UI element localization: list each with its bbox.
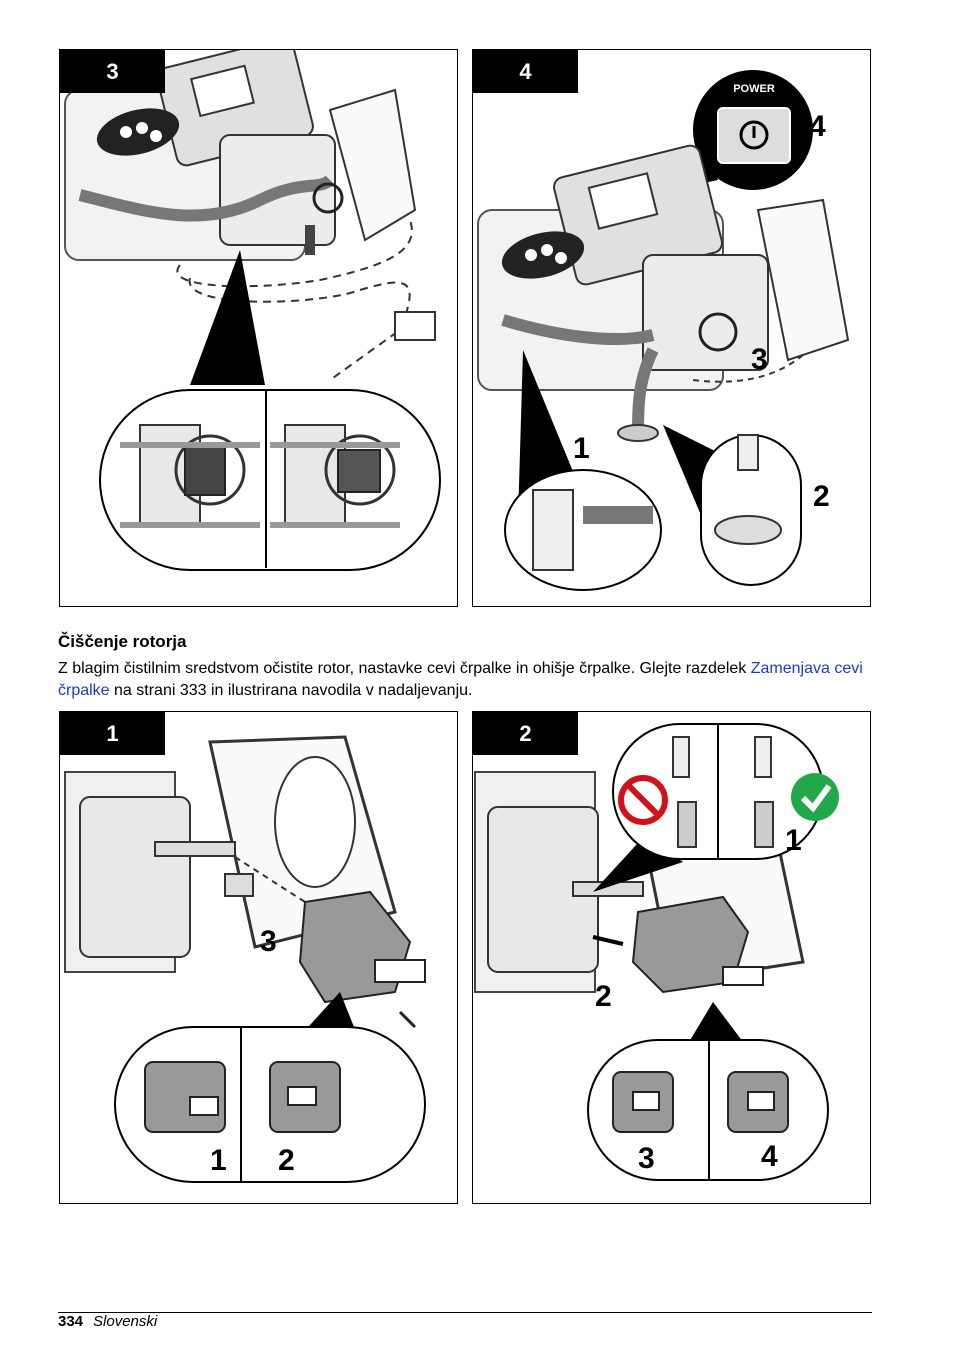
- power-button-label: POWER: [733, 83, 775, 95]
- footer-language: Slovenski: [93, 1313, 158, 1330]
- callout-number: 3: [638, 1142, 655, 1175]
- body-text: Z blagim čistilnim sredstvom očistite ro…: [58, 660, 747, 677]
- callout-number: 4: [809, 110, 826, 143]
- illustration-panel-step-2: 1 2 3 4 2: [472, 711, 871, 1204]
- callout-number: 3: [751, 343, 768, 376]
- callout-number: 4: [761, 1140, 778, 1173]
- checkmark-icon: [791, 773, 839, 821]
- page-footer: 334 Slovenski: [58, 1313, 157, 1330]
- step-number-tab: 3: [60, 50, 165, 93]
- page-number: 334: [58, 1313, 84, 1330]
- pump-tubing-illustration: [64, 50, 441, 571]
- step-number-tab: 4: [473, 50, 578, 93]
- callout-number: 1: [210, 1144, 227, 1177]
- section-heading: Čiščenje rotorja: [58, 632, 187, 651]
- illustration-panel-step-1: 3 1 2 1: [59, 711, 458, 1204]
- callout-number: 2: [813, 480, 830, 513]
- rotor-removal-illustration: [64, 735, 426, 1183]
- callout-number: 2: [278, 1144, 295, 1177]
- illustration-panel-step-4: POWER 4 3 1 2 4: [472, 49, 871, 607]
- callout-number: 3: [260, 925, 277, 958]
- step-number-tab: 2: [473, 712, 578, 755]
- callout-number: 1: [785, 824, 802, 857]
- footer-rule: [58, 1312, 872, 1313]
- prohibited-icon: [618, 775, 668, 825]
- step-number-tab: 1: [60, 712, 165, 755]
- body-text: na strani 333 in ilustrirana navodila v …: [109, 682, 473, 699]
- section-body: Z blagim čistilnim sredstvom očistite ro…: [58, 658, 878, 702]
- illustration-panel-step-3: 3: [59, 49, 458, 607]
- rotor-installation-illustration: [474, 722, 839, 1181]
- callout-number: 2: [595, 980, 612, 1013]
- pump-power-illustration: [477, 70, 850, 591]
- callout-number: 1: [573, 432, 590, 465]
- cross-reference-link[interactable]: Zamenjava cevi črpalke: [58, 660, 863, 699]
